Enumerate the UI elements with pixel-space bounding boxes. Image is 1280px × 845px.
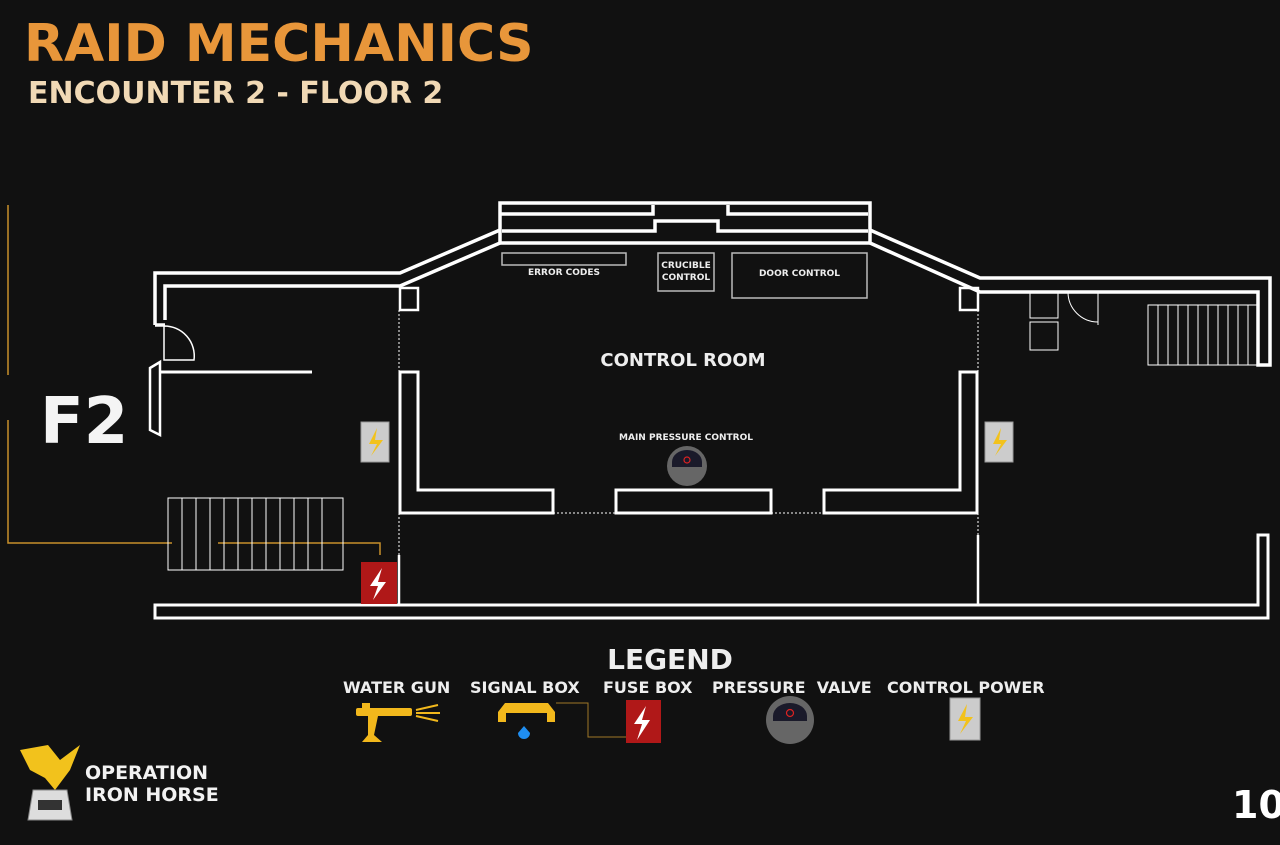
- control-power-icon: [984, 421, 1014, 463]
- main-pressure-control-label: MAIN PRESSURE CONTROL: [619, 433, 753, 443]
- signal-box-icon: [498, 702, 626, 739]
- door-control-panel: [731, 252, 868, 299]
- error-codes-label: ERROR CODES: [527, 268, 601, 278]
- wall: [869, 228, 1272, 367]
- crucible-line1: CRUCIBLE: [661, 261, 711, 271]
- crucible-control-panel: [657, 252, 715, 292]
- page-number: 10: [1232, 783, 1280, 827]
- operation-iron-horse-logo: [20, 745, 80, 821]
- control-power-icon: [360, 421, 390, 463]
- legend-fuse-box: FUSE BOX: [603, 678, 693, 697]
- brand-name: OPERATION IRON HORSE: [85, 762, 219, 806]
- pressure-valve-icon: [667, 446, 707, 486]
- floor-label: F2: [40, 385, 129, 459]
- brand-line1: OPERATION: [85, 762, 208, 784]
- page-subtitle: ENCOUNTER 2 - FLOOR 2: [28, 76, 444, 111]
- control-power-icon: [949, 697, 981, 741]
- floor-bracket: [7, 205, 381, 555]
- water-gun-icon: [356, 703, 440, 742]
- legend-title: LEGEND: [607, 643, 733, 676]
- fuse-box-icon: [626, 700, 661, 743]
- crucible-control-label: CRUCIBLE CONTROL: [658, 260, 714, 284]
- door-control-label: DOOR CONTROL: [758, 269, 841, 279]
- legend-signal-box: SIGNAL BOX: [470, 678, 580, 697]
- error-codes-panel: [501, 252, 627, 266]
- crucible-line2: CONTROL: [661, 273, 711, 283]
- fuse-box-icon: [361, 562, 397, 604]
- legend-control-power: CONTROL POWER: [887, 678, 1045, 697]
- wall: [163, 241, 501, 320]
- legend-water-gun: WATER GUN: [343, 678, 451, 697]
- page-title: RAID MECHANICS: [24, 14, 534, 74]
- legend-pressure-valve: PRESSURE VALVE: [712, 678, 872, 697]
- wall: [498, 201, 872, 245]
- wall: [153, 228, 501, 325]
- brand-line2: IRON HORSE: [85, 784, 219, 806]
- control-room-label: CONTROL ROOM: [600, 350, 766, 371]
- pressure-valve-icon: [766, 696, 814, 744]
